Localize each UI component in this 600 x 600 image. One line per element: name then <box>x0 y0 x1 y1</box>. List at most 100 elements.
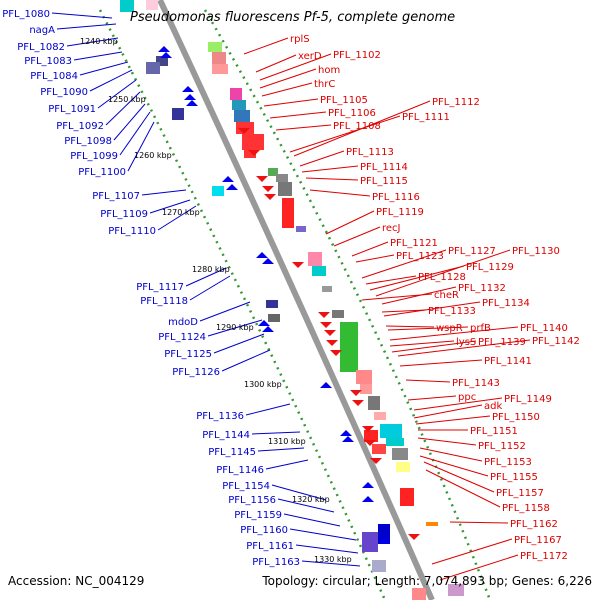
gene-label-left[interactable]: PFL_1099 <box>70 151 118 162</box>
gene-label-right[interactable]: wspR <box>436 323 463 334</box>
gene-label-left[interactable]: PFL_1159 <box>234 510 282 521</box>
gene-label-right[interactable]: PFL_1108 <box>333 121 381 132</box>
gene-arrow <box>262 186 274 192</box>
gene-label-right[interactable]: xerD <box>298 51 322 62</box>
gene-label-right[interactable]: adk <box>484 401 502 412</box>
gene-label-left[interactable]: PFL_1126 <box>172 367 220 378</box>
gene-label-right[interactable]: PFL_1119 <box>376 207 424 218</box>
gene-label-right[interactable]: PFL_1133 <box>428 306 476 317</box>
gene-label-left[interactable]: PFL_1082 <box>17 42 65 53</box>
gene-label-right[interactable]: PFL_1150 <box>492 412 540 423</box>
gene-feature <box>230 88 242 100</box>
gene-label-right[interactable]: recJ <box>382 223 401 234</box>
gene-label-left[interactable]: PFL_1084 <box>30 71 78 82</box>
gene-label-right[interactable]: PFL_1106 <box>328 108 376 119</box>
leader-line <box>293 100 431 157</box>
gene-arrow <box>292 262 304 268</box>
leader-line <box>417 437 477 446</box>
gene-label-right[interactable]: PFL_1132 <box>458 283 506 294</box>
gene-label-left[interactable]: PFL_1117 <box>136 282 184 293</box>
gene-label-right[interactable]: hom <box>318 65 340 76</box>
gene-label-left[interactable]: PFL_1144 <box>202 430 250 441</box>
gene-label-left[interactable]: nagA <box>29 25 55 36</box>
gene-feature <box>308 252 322 266</box>
gene-label-left[interactable]: PFL_1080 <box>2 9 50 20</box>
gene-label-right[interactable]: PFL_1127 <box>448 246 496 257</box>
gene-label-right[interactable]: PFL_1149 <box>504 394 552 405</box>
gene-label-left[interactable]: PFL_1154 <box>222 481 270 492</box>
gene-label-right[interactable]: PFL_1134 <box>482 298 530 309</box>
gene-label-left[interactable]: PFL_1118 <box>140 296 188 307</box>
gene-label-right[interactable]: PFL_1151 <box>470 426 518 437</box>
gene-label-right[interactable]: PFL_1141 <box>484 356 532 367</box>
gene-label-right[interactable]: PFL_1167 <box>514 535 562 546</box>
gene-label-left[interactable]: PFL_1125 <box>164 349 212 360</box>
leader-line <box>189 275 231 301</box>
gene-label-right[interactable]: PFL_1111 <box>402 112 450 123</box>
gene-label-left[interactable]: PFL_1092 <box>56 121 104 132</box>
gene-label-right[interactable]: PFL_1121 <box>390 238 438 249</box>
gene-label-left[interactable]: PFL_1136 <box>196 411 244 422</box>
leader-line <box>333 226 381 247</box>
gene-label-left[interactable]: PFL_1091 <box>48 104 96 115</box>
gene-feature <box>368 396 380 410</box>
kbp-tick-label: 1270 kbp <box>162 208 200 217</box>
kbp-tick-label: 1310 kbp <box>268 437 306 446</box>
leader-line <box>389 326 519 341</box>
gene-label-left[interactable]: PFL_1163 <box>252 557 300 568</box>
gene-label-left[interactable]: mdoD <box>168 317 198 328</box>
label-leader-lines <box>51 12 531 581</box>
gene-label-right[interactable]: PFL_1105 <box>320 95 368 106</box>
gene-label-right[interactable]: PFL_1128 <box>418 272 466 283</box>
gene-label-right[interactable]: PFL_1112 <box>432 97 480 108</box>
gene-label-right[interactable]: PFL_1129 <box>466 262 514 273</box>
gene-label-right[interactable]: thrC <box>314 79 335 90</box>
gene-label-right[interactable]: PFL_1153 <box>484 457 532 468</box>
gene-label-right[interactable]: PFL_1162 <box>510 519 558 530</box>
gene-label-right[interactable]: PFL_1113 <box>346 147 394 158</box>
gene-label-right[interactable]: prfB <box>470 323 491 334</box>
gene-label-right[interactable]: PFL_1157 <box>496 488 544 499</box>
gene-label-right[interactable]: PFL_1142 <box>532 336 580 347</box>
gene-label-left[interactable]: PFL_1107 <box>92 191 140 202</box>
gene-feature <box>146 0 158 10</box>
gene-feature <box>120 0 134 12</box>
gene-label-left[interactable]: PFL_1098 <box>64 136 112 147</box>
leader-line <box>389 340 455 347</box>
gene-label-left[interactable]: PFL_1160 <box>240 525 288 536</box>
gene-label-right[interactable]: rplS <box>290 34 310 45</box>
gene-label-left[interactable]: PFL_1156 <box>228 495 276 506</box>
gene-feature <box>372 560 386 572</box>
gene-label-right[interactable]: PFL_1102 <box>333 50 381 61</box>
gene-label-left[interactable]: PFL_1110 <box>108 226 156 237</box>
gene-label-right[interactable]: PFL_1158 <box>502 503 550 514</box>
gene-label-right[interactable]: PFL_1152 <box>478 441 526 452</box>
gene-label-left[interactable]: PFL_1124 <box>158 332 206 343</box>
gene-label-right[interactable]: ppc <box>458 392 476 403</box>
gene-label-right[interactable]: lysS <box>456 337 476 348</box>
gene-label-right[interactable]: PFL_1143 <box>452 378 500 389</box>
gene-label-right[interactable]: PFL_1123 <box>396 251 444 262</box>
gene-label-left[interactable]: PFL_1161 <box>246 541 294 552</box>
gene-label-right[interactable]: PFL_1114 <box>360 162 408 173</box>
leader-line <box>415 415 491 425</box>
gene-label-left[interactable]: PFL_1100 <box>78 167 126 178</box>
gene-label-left[interactable]: PFL_1083 <box>24 56 72 67</box>
gene-label-left[interactable]: PFL_1145 <box>208 447 256 458</box>
gene-label-right[interactable]: PFL_1155 <box>490 472 538 483</box>
gene-label-right[interactable]: PFL_1130 <box>512 246 560 257</box>
gene-label-right[interactable]: cheR <box>434 290 459 301</box>
gene-label-left[interactable]: PFL_1109 <box>100 209 148 220</box>
gene-label-right[interactable]: PFL_1139 <box>478 337 526 348</box>
leader-line <box>355 254 395 263</box>
gene-label-right[interactable]: PFL_1116 <box>372 192 420 203</box>
leader-line <box>251 431 301 435</box>
leader-line <box>419 447 483 462</box>
gene-feature <box>282 198 294 228</box>
leader-line <box>261 82 313 97</box>
gene-label-right[interactable]: PFL_1115 <box>360 176 408 187</box>
gene-label-right[interactable]: PFL_1140 <box>520 323 568 334</box>
gene-label-right[interactable]: PFL_1172 <box>520 551 568 562</box>
gene-label-left[interactable]: PFL_1146 <box>216 465 264 476</box>
gene-label-left[interactable]: PFL_1090 <box>40 87 88 98</box>
